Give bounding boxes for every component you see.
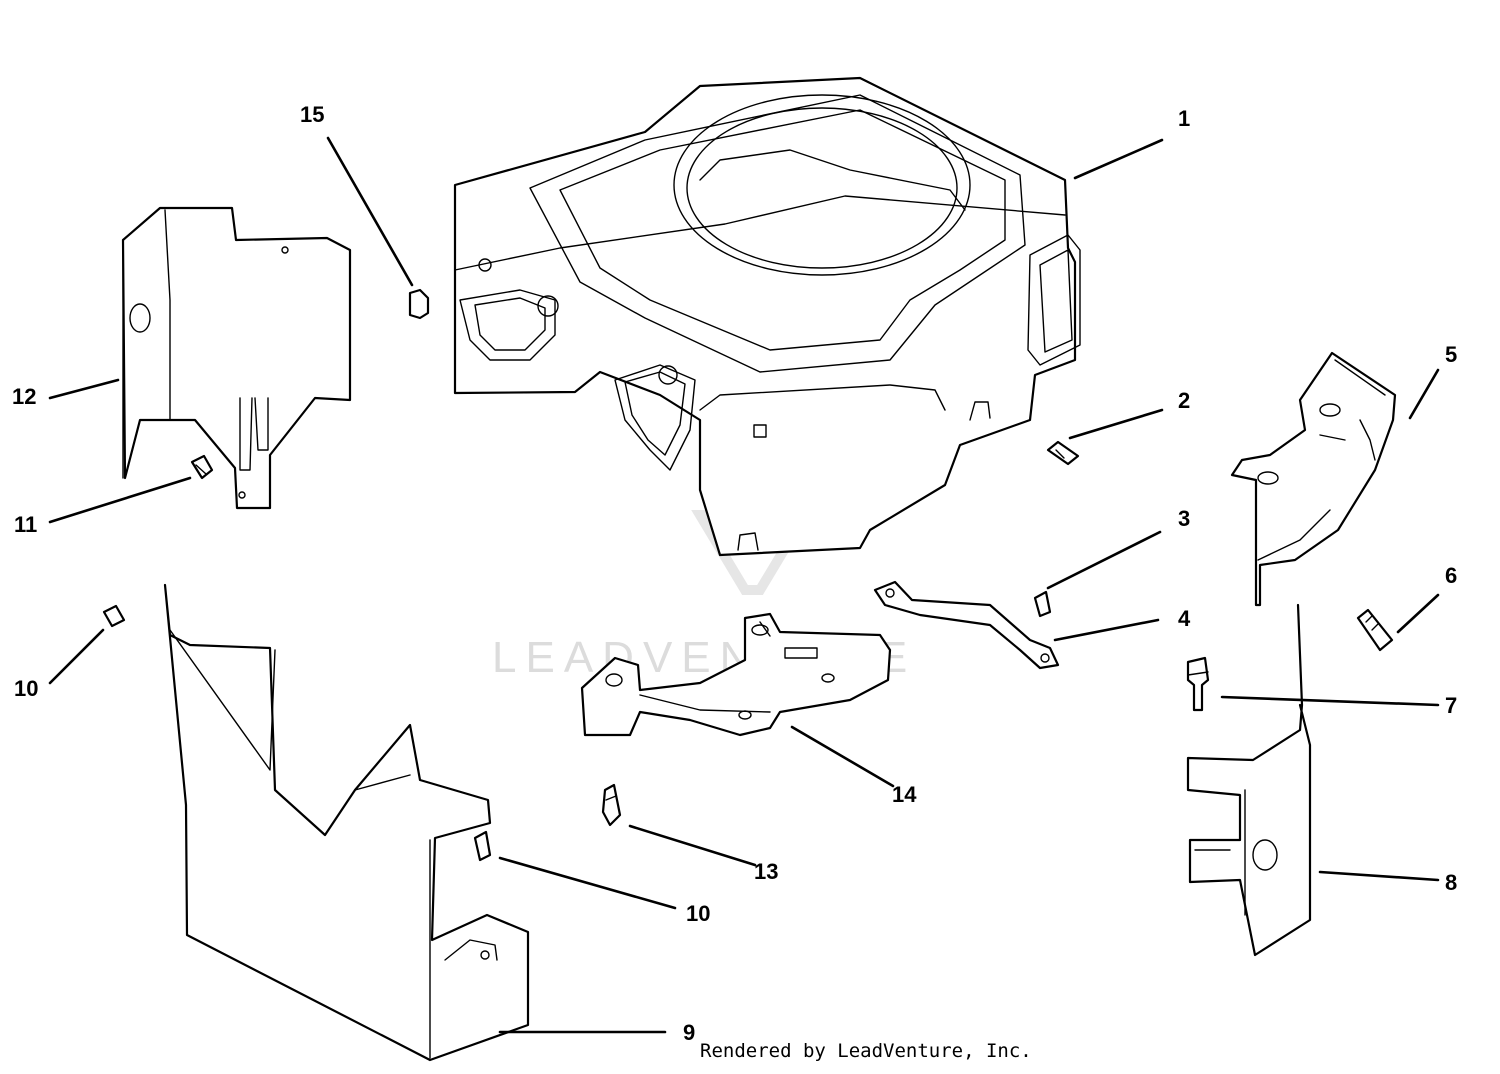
credit-text: Rendered by LeadVenture, Inc.: [700, 1040, 1032, 1062]
leader-11: [48, 476, 192, 524]
callout-6[interactable]: 6: [1445, 563, 1457, 588]
part-14-bracket[interactable]: [580, 612, 892, 737]
leader-12: [48, 378, 120, 400]
part-10-screw-lower[interactable]: [473, 830, 492, 862]
callout-10b[interactable]: 10: [686, 901, 710, 926]
leader-lines: [48, 136, 1440, 1034]
callout-11[interactable]: 11: [14, 512, 37, 537]
callout-8[interactable]: 8: [1445, 870, 1457, 895]
callout-4[interactable]: 4: [1178, 606, 1191, 631]
leader-1: [1073, 138, 1164, 180]
leader-5: [1408, 368, 1440, 420]
callout-13[interactable]: 13: [754, 859, 778, 884]
part-2-screw[interactable]: [1046, 440, 1080, 466]
callout-7[interactable]: 7: [1445, 693, 1457, 718]
leader-3: [1046, 530, 1162, 590]
part-12-side-shield[interactable]: [121, 206, 352, 510]
part-15-plug[interactable]: [408, 288, 430, 320]
callout-10a[interactable]: 10: [14, 676, 38, 701]
leader-7: [1220, 695, 1440, 707]
leader-6: [1396, 593, 1440, 634]
callout-12[interactable]: 12: [12, 384, 36, 409]
part-7-bolt[interactable]: [1186, 656, 1210, 712]
leader-2: [1068, 408, 1164, 440]
callout-5[interactable]: 5: [1445, 342, 1457, 367]
callout-1[interactable]: 1: [1178, 106, 1190, 131]
callout-3[interactable]: 3: [1178, 506, 1190, 531]
callouts: 1 2 3 4 5 6 7 8 9 10 10 11 12 13 14 15: [12, 102, 1457, 1045]
part-6-bolt[interactable]: [1356, 608, 1394, 652]
leader-15: [326, 136, 414, 287]
callout-9[interactable]: 9: [683, 1020, 695, 1045]
part-13-bolt[interactable]: [601, 783, 622, 827]
part-8-side-bracket[interactable]: [1186, 603, 1312, 957]
part-3-screw[interactable]: [1033, 590, 1052, 618]
part-10-screw-upper[interactable]: [102, 604, 126, 628]
part-4-bracket[interactable]: [873, 580, 1060, 670]
callout-2[interactable]: 2: [1178, 388, 1190, 413]
part-1-blower-housing[interactable]: [453, 76, 1081, 557]
leader-8: [1318, 870, 1440, 882]
leader-14: [790, 725, 895, 788]
leader-4: [1053, 618, 1160, 642]
callout-15[interactable]: 15: [300, 102, 324, 127]
leader-10a: [48, 628, 105, 685]
leader-10b: [498, 856, 677, 910]
callout-14[interactable]: 14: [892, 782, 917, 807]
part-9-lower-shield[interactable]: [163, 583, 530, 1062]
part-11-screw[interactable]: [190, 454, 214, 480]
part-5-bracket[interactable]: [1230, 351, 1397, 607]
leader-13: [628, 824, 757, 867]
